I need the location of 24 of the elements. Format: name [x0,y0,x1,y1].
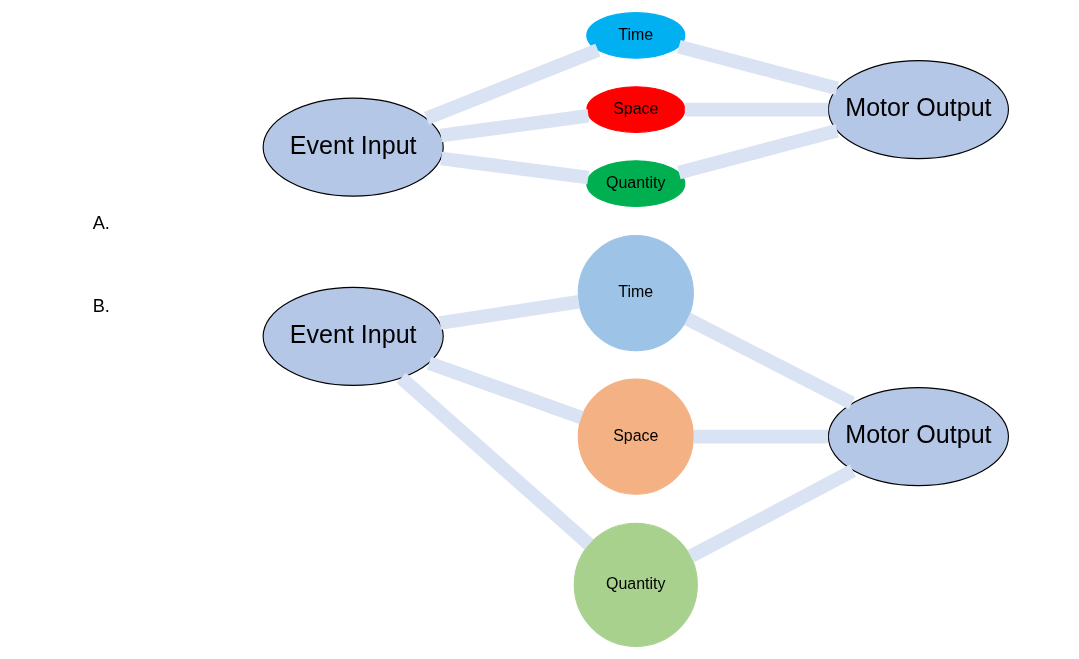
node-ellipse: Event Input [262,97,444,197]
label: A. [92,211,110,233]
node-ellipse: Time [586,12,686,59]
node-ellipse: Quantity [586,160,686,207]
node-circle: Quantity [573,522,698,647]
connector [677,124,839,180]
node-ellipse: Space [586,86,686,133]
connector [440,151,590,185]
connector [396,372,594,550]
node-circle: Space [577,378,694,495]
connector [684,312,856,410]
connector [439,108,590,143]
node-ellipse: Motor Output [827,387,1009,487]
connector [423,43,601,125]
label: B. [92,295,110,317]
connector [438,294,580,330]
node-circle: Time [577,234,694,352]
connector [677,39,839,95]
node-ellipse: Event Input [262,286,444,386]
node-ellipse: Motor Output [827,60,1009,160]
connector [684,102,829,117]
connector [426,356,584,424]
connector [687,464,857,563]
connector [693,429,829,444]
